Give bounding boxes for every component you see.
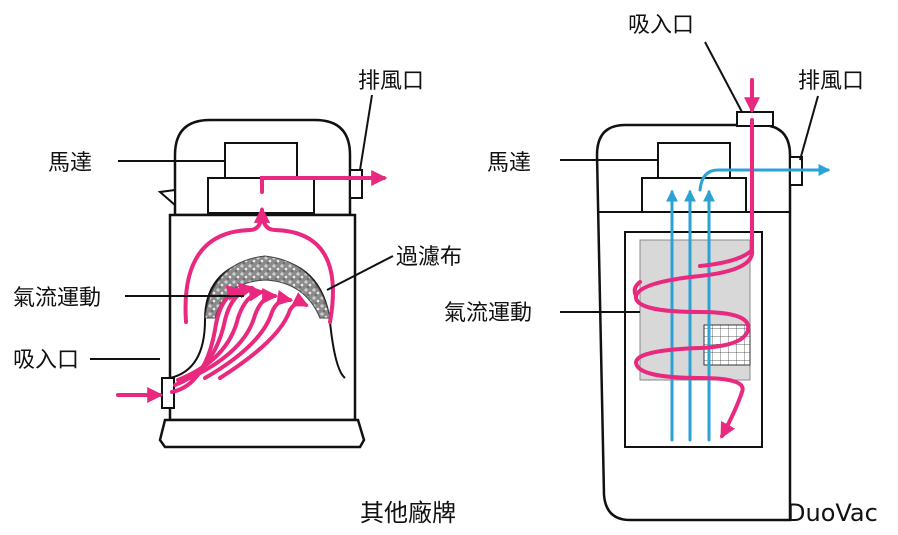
other-brand-exhaust-port	[349, 169, 363, 199]
duovac-clean-airflow	[666, 164, 831, 442]
duovac-spiral-airflow	[632, 78, 760, 439]
other-brand-airflow-label: 氣流運動	[13, 286, 101, 311]
duovac-leaders	[560, 41, 819, 313]
other-brand-motor-label: 馬達	[48, 151, 92, 176]
other-brand-airflow	[116, 170, 388, 403]
duovac-motor-label: 馬達	[487, 151, 531, 176]
other-brand-motor-top	[224, 142, 298, 179]
other-brand-exhaust-label: 排風口	[358, 69, 424, 94]
duovac-exhaust-label: 排風口	[798, 69, 864, 94]
other-brand-base	[158, 418, 366, 449]
duovac-airflow-label: 氣流運動	[444, 301, 532, 326]
duovac-intake-label: 吸入口	[628, 13, 694, 38]
duovac-motor-base	[641, 177, 747, 213]
other-brand-latch-left	[157, 188, 176, 208]
other-brand-leaders	[90, 94, 394, 360]
other-brand-filter-cloth-label: 過濾布	[396, 245, 462, 270]
duovac-caption: DuoVac	[787, 499, 878, 527]
other-brand-intake-label: 吸入口	[13, 348, 79, 373]
other-brand-unit	[90, 94, 394, 449]
duovac-motor-top	[657, 142, 731, 179]
other-brand-caption: 其他廠牌	[360, 499, 456, 527]
duovac-intake-port	[736, 111, 774, 127]
duovac-unit	[560, 41, 831, 522]
